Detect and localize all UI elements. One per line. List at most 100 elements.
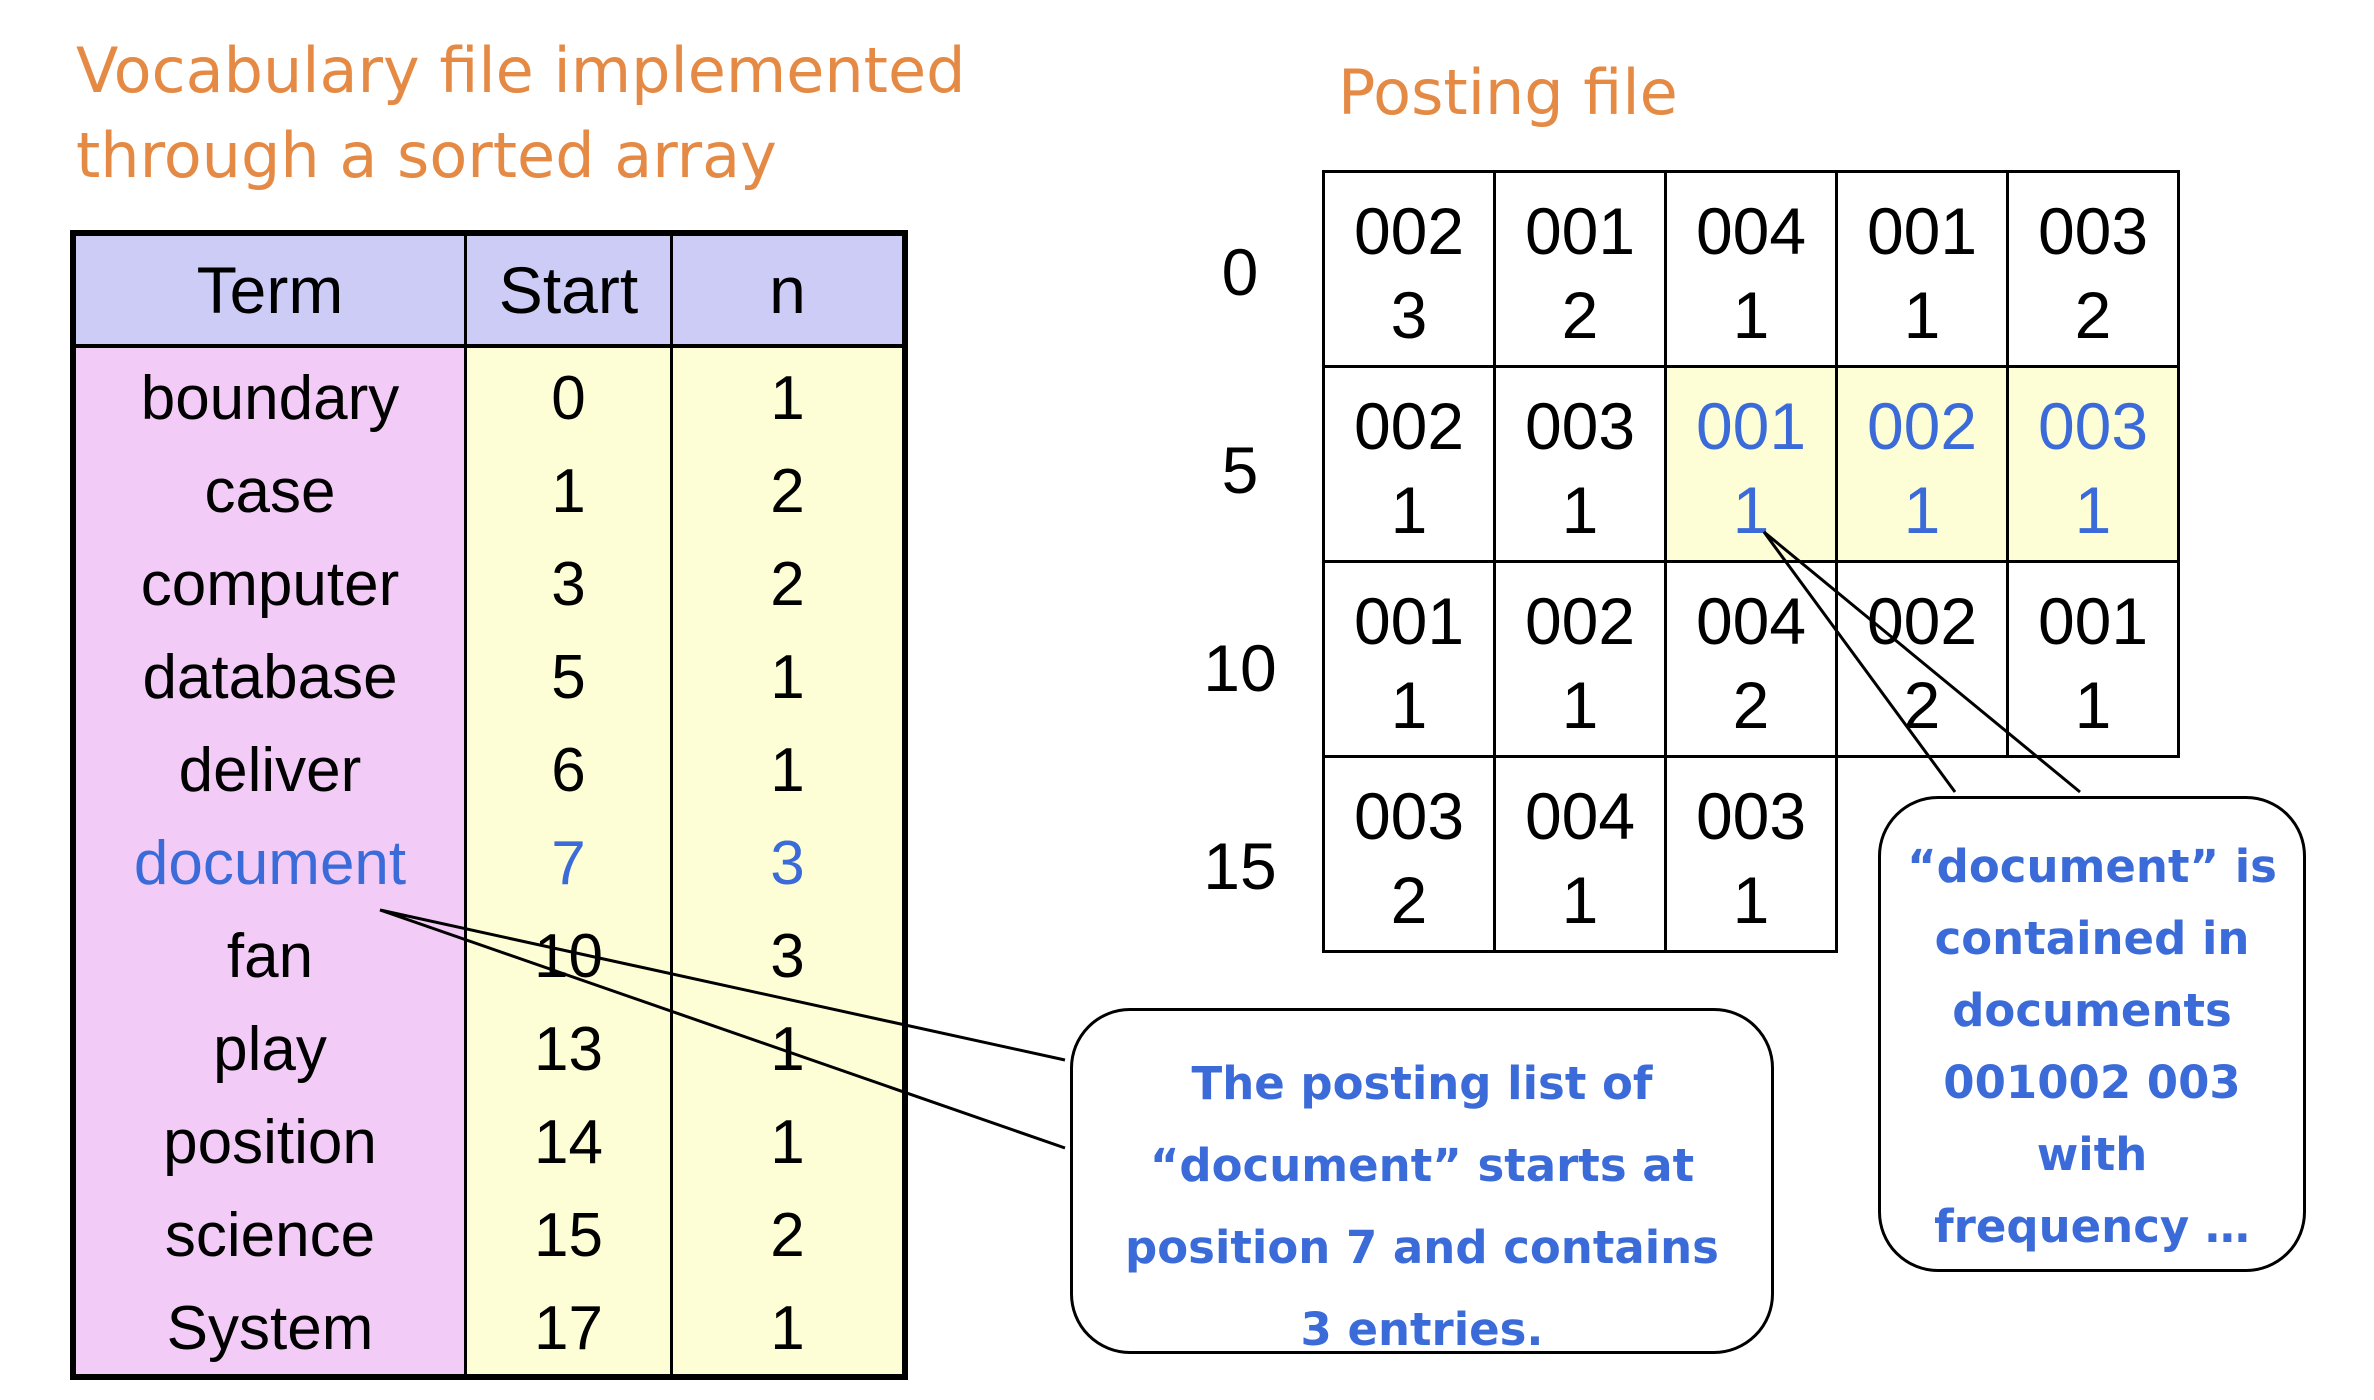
posting-frequency: 1 (1903, 473, 1941, 547)
n-cell: 1 (770, 643, 805, 712)
posting-doc-id: 002 (1353, 194, 1465, 268)
posting-doc-id: 002 (1524, 584, 1636, 658)
vocabulary-title-line-2: through a sorted array (76, 119, 777, 192)
callout-line: documents (1952, 984, 2232, 1037)
n-cell: 1 (770, 1294, 805, 1363)
start-cell: 3 (551, 550, 586, 619)
start-cell: 5 (551, 643, 586, 712)
posting-doc-id: 002 (1866, 389, 1978, 463)
n-cell: 3 (770, 829, 805, 898)
posting-doc-id: 004 (1524, 779, 1636, 853)
posting-doc-id: 003 (1353, 779, 1465, 853)
posting-doc-id: 004 (1695, 194, 1807, 268)
posting-doc-id: 003 (2037, 389, 2149, 463)
callout-line: “document” is (1907, 840, 2277, 893)
posting-doc-id: 001 (1866, 194, 1978, 268)
term-cell: boundary (140, 364, 400, 433)
start-header: Start (467, 236, 670, 348)
posting-doc-id: 003 (2037, 194, 2149, 268)
n-cell: 2 (770, 550, 805, 619)
callout-line: 001002 003 (1943, 1056, 2241, 1109)
vocabulary-title-line-1: Vocabulary file implemented (76, 34, 966, 107)
posting-frequency: 1 (1561, 668, 1599, 742)
posting-frequency: 2 (1732, 668, 1770, 742)
posting-doc-id: 003 (1524, 389, 1636, 463)
posting-doc-id: 004 (1695, 584, 1807, 658)
vocabulary-title: Vocabulary file implemented through a so… (76, 28, 966, 198)
term-cell: deliver (178, 736, 362, 805)
term-cell: System (166, 1294, 374, 1363)
term-header: Term (76, 236, 464, 348)
start-cell: 17 (534, 1294, 603, 1363)
posting-frequency: 2 (1390, 863, 1428, 937)
n-cell: 3 (770, 922, 805, 991)
posting-frequency: 1 (1561, 473, 1599, 547)
start-position-callout: The posting list of “document” starts at… (1070, 1008, 1774, 1356)
callout-line: with (2036, 1128, 2148, 1181)
n-header: n (673, 236, 902, 348)
documents-callout: “document” is contained in documents 001… (1878, 796, 2306, 1272)
posting-frequency: 1 (2074, 473, 2112, 547)
posting-frequency: 3 (1390, 278, 1428, 352)
start-cell: 1 (551, 457, 586, 526)
posting-doc-id: 001 (1524, 194, 1636, 268)
n-cell: 1 (770, 736, 805, 805)
term-cell: document (133, 829, 407, 898)
posting-frequency: 1 (1390, 473, 1428, 547)
start-cell: 10 (534, 922, 603, 991)
n-cell: 2 (770, 457, 805, 526)
term-cell: database (142, 643, 398, 712)
start-cell: 15 (534, 1201, 603, 1270)
term-cell: play (213, 1015, 327, 1084)
posting-row-label: 5 (1221, 433, 1259, 507)
callout-line: 3 entries. (1300, 1303, 1544, 1356)
posting-frequency: 1 (1732, 473, 1770, 547)
term-cell: science (164, 1201, 376, 1270)
posting-doc-id: 001 (1353, 584, 1465, 658)
callout-line: contained in (1934, 912, 2250, 965)
posting-row-label: 0 (1221, 235, 1259, 309)
posting-frequency: 1 (1732, 278, 1770, 352)
posting-frequency: 1 (1561, 863, 1599, 937)
start-cell: 6 (551, 736, 586, 805)
posting-doc-id: 002 (1866, 584, 1978, 658)
term-cell: fan (226, 922, 314, 991)
posting-frequency: 2 (1903, 668, 1941, 742)
start-cell: 0 (551, 364, 586, 433)
posting-frequency: 1 (1732, 863, 1770, 937)
callout-line: position 7 and contains (1125, 1221, 1719, 1274)
posting-row-label: 15 (1203, 829, 1277, 903)
term-cell: computer (140, 550, 400, 619)
posting-doc-id: 002 (1353, 389, 1465, 463)
n-cell: 1 (770, 1108, 805, 1177)
posting-frequency: 1 (1390, 668, 1428, 742)
term-cell: position (163, 1108, 377, 1177)
posting-frequency: 1 (2074, 668, 2112, 742)
posting-doc-id: 003 (1695, 779, 1807, 853)
posting-title: Posting file (1338, 56, 1678, 129)
start-cell: 13 (534, 1015, 603, 1084)
posting-doc-id: 001 (1695, 389, 1807, 463)
